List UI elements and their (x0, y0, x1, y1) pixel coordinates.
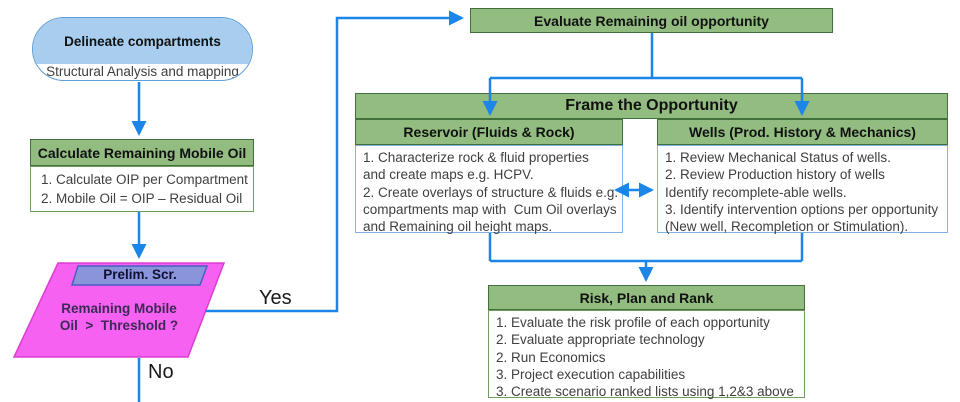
reservoir-item: 2. Create overlays of structure & fluids… (363, 184, 619, 200)
evaluate-header: Evaluate Remaining oil opportunity (470, 8, 833, 33)
wells-body: 1. Review Mechanical Status of wells. 2.… (657, 145, 948, 235)
reservoir-item: compartments map with Cum Oil overlays (363, 201, 617, 217)
reservoir-body: 1. Characterize rock & fluid properties … (355, 145, 623, 235)
decision-parallelogram (12, 262, 226, 358)
decision-band-label: Prelim. Scr. (103, 267, 177, 282)
wells-item: 1. Review Mechanical Status of wells. (665, 150, 891, 165)
calculate-header: Calculate Remaining Mobile Oil (30, 139, 254, 166)
risk-item: 3. Project execution capabilities (496, 366, 686, 382)
decision-question-line1: Remaining Mobile (61, 301, 177, 316)
wells-item: (New well, Recompletion or Stimulation). (665, 219, 909, 235)
calculate-body: 1. Calculate OIP per Compartment 2. Mobi… (30, 166, 254, 212)
reservoir-item: and create maps e.g. HCPV. (363, 167, 534, 183)
risk-body: 1. Evaluate the risk profile of each opp… (488, 310, 805, 400)
wells-item: 3. Identify intervention options per opp… (665, 201, 939, 217)
decision-question-line2: Oil > Threshold ? (59, 318, 179, 333)
risk-item: 3. Create scenario ranked lists using 1,… (496, 384, 794, 400)
reservoir-header: Reservoir (Fluids & Rock) (355, 119, 623, 145)
label-no: No (148, 361, 174, 383)
wells-item: 2. Review Production history of wells (665, 167, 885, 183)
wells-header: Wells (Prod. History & Mechanics) (657, 119, 948, 145)
decision-question: Remaining Mobile Oil > Threshold ? (34, 300, 204, 334)
reservoir-item: and Remaining oil height maps. (363, 219, 553, 235)
risk-item: 2. Run Economics (496, 349, 606, 365)
frame-header: Frame the Opportunity (355, 93, 948, 119)
delineate-subtitle: Structural Analysis and mapping (46, 64, 239, 79)
node-delineate-compartments: Delineate compartments Structural Analys… (32, 17, 253, 81)
calculate-item: 1. Calculate OIP per Compartment (41, 172, 248, 187)
delineate-title: Delineate compartments (33, 18, 252, 64)
reservoir-item: 1. Characterize rock & fluid properties (363, 150, 589, 165)
decision-band (70, 265, 209, 286)
wells-item: Identify recomplete-able wells. (665, 184, 847, 200)
risk-item: 1. Evaluate the risk profile of each opp… (496, 315, 770, 330)
risk-item: 2. Evaluate appropriate technology (496, 332, 705, 348)
calculate-item: 2. Mobile Oil = OIP – Residual Oil (41, 191, 243, 206)
risk-header: Risk, Plan and Rank (488, 285, 805, 310)
label-yes: Yes (259, 287, 292, 309)
